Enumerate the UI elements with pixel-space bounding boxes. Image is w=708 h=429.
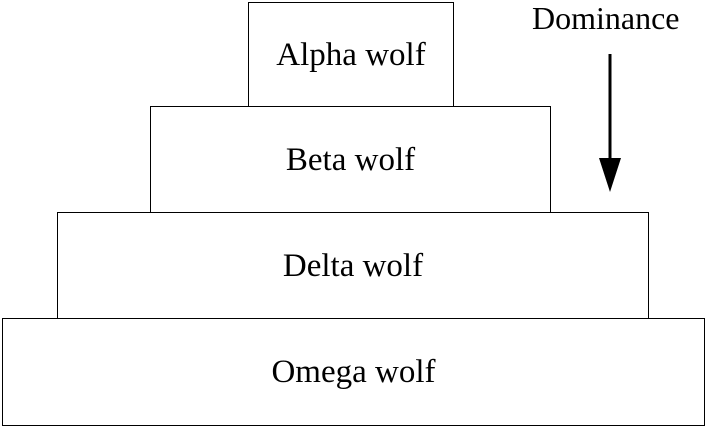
tier-omega-wolf: Omega wolf: [2, 318, 705, 426]
tier-label-omega: Omega wolf: [271, 353, 436, 390]
tier-alpha-wolf: Alpha wolf: [248, 2, 454, 108]
tier-delta-wolf: Delta wolf: [57, 212, 649, 320]
tier-label-beta: Beta wolf: [285, 141, 416, 178]
down-arrow-icon: [599, 54, 621, 192]
dominance-label: Dominance: [532, 0, 680, 36]
tier-beta-wolf: Beta wolf: [150, 106, 551, 214]
tier-label-delta: Delta wolf: [282, 247, 424, 284]
tier-label-alpha: Alpha wolf: [276, 36, 426, 73]
arrow-head: [599, 158, 621, 192]
